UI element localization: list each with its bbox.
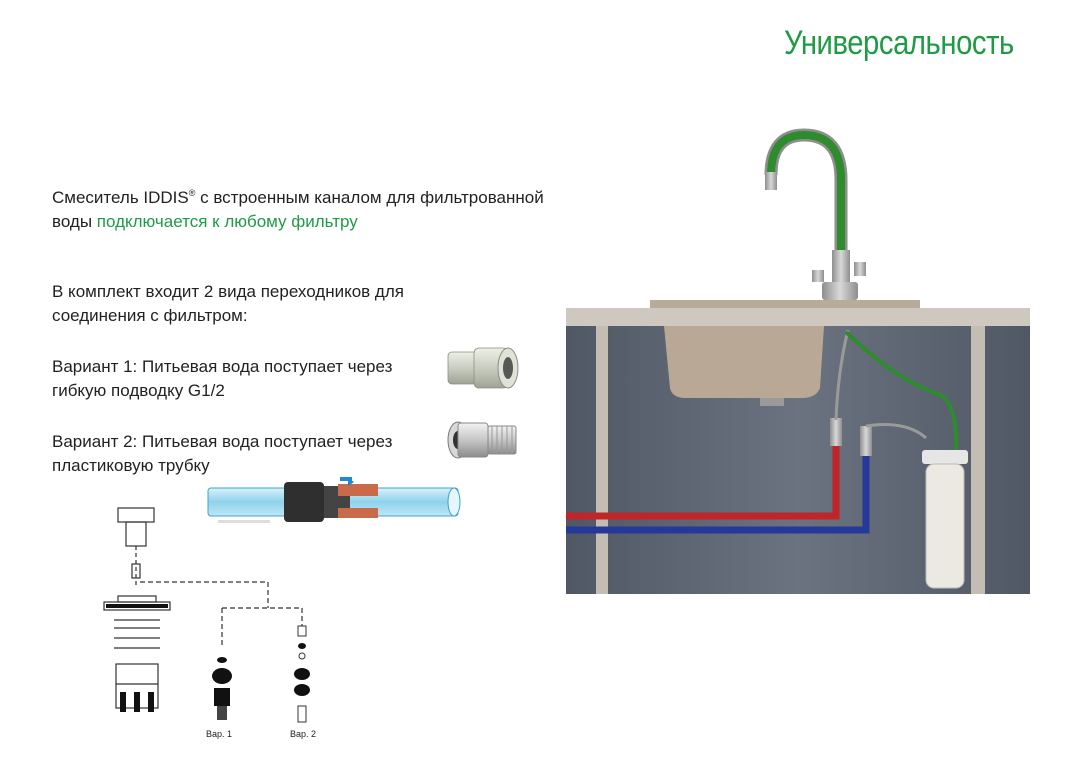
adapter-g12-image [447, 347, 519, 389]
adapter-tube-image [447, 421, 517, 459]
registered-mark: ® [188, 188, 196, 198]
label-variant-2: Вар. 2 [290, 729, 316, 739]
variant2-line-2: пластиковую трубку [52, 456, 210, 475]
intro-highlight: подключается к любому фильтру [96, 212, 358, 231]
intro-line-2: воды подключается к любому фильтру [52, 210, 544, 234]
variant1-line-1: Вариант 1: Питьевая вода поступает через [52, 357, 393, 376]
label-variant-1: Вар. 1 [206, 729, 232, 739]
kitchen-sink-illustration [566, 128, 1030, 594]
kit-paragraph: В комплект входит 2 вида переходников дл… [52, 280, 404, 328]
variant1-line-2: гибкую подводку G1/2 [52, 381, 225, 400]
page-title: Универсальность [784, 24, 1014, 62]
kit-line-2: соединения с фильтром: [52, 306, 248, 325]
tube-connection-diagram [207, 477, 461, 523]
intro-brand-text: Смеситель IDDIS [52, 188, 189, 207]
kit-line-1: В комплект входит 2 вида переходников дл… [52, 282, 404, 301]
intro-line-1: Смеситель IDDIS® с встроенным каналом дл… [52, 186, 544, 210]
variant2-paragraph: Вариант 2: Питьевая вода поступает через… [52, 430, 392, 478]
intro-paragraph: Смеситель IDDIS® с встроенным каналом дл… [52, 186, 544, 234]
installation-exploded-diagram: Вар. 1 Вар. 2 [103, 507, 316, 739]
variant2-line-1: Вариант 2: Питьевая вода поступает через [52, 432, 393, 451]
intro-text-1: с встроенным каналом для фильтрованной [195, 188, 544, 207]
variant1-paragraph: Вариант 1: Питьевая вода поступает через… [52, 355, 392, 403]
intro-text-2: воды [52, 212, 97, 231]
